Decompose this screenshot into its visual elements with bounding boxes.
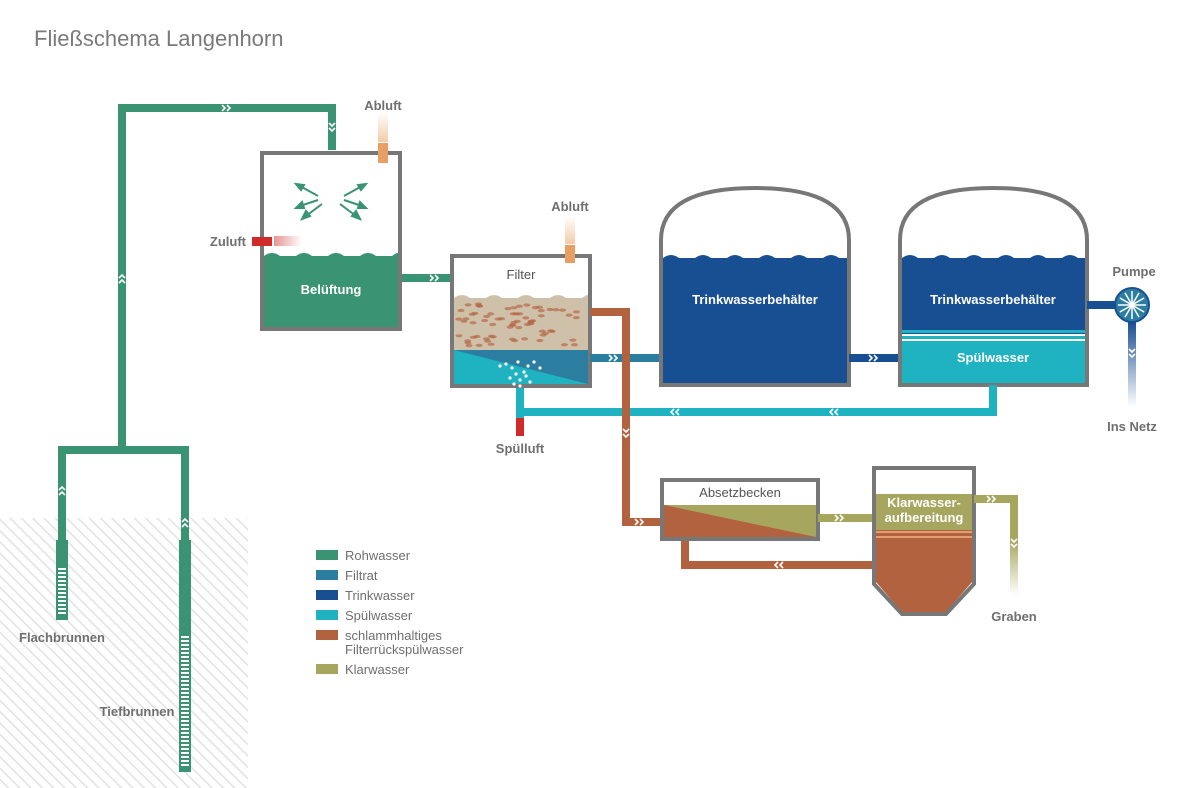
legend-swatch-schlamm: [316, 630, 338, 640]
absetzbecken-tank: Absetzbecken: [660, 478, 820, 541]
tiefbrunnen-label: Tiefbrunnen: [100, 704, 175, 719]
ins-netz-label: Ins Netz: [1107, 419, 1157, 434]
trinkwasser-tank-1: Trinkwasserbehälter: [659, 185, 851, 387]
legend-swatch-trinkwasser: [316, 590, 338, 600]
abluft-1-vent: Abluft: [364, 98, 402, 163]
trinkwasser-tank-2: Trinkwasserbehälter Spülwasser: [898, 185, 1089, 387]
legend-label-spulwasser: Spülwasser: [345, 608, 413, 623]
flachbrunnen-label: Flachbrunnen: [19, 630, 105, 645]
absetzbecken-label: Absetzbecken: [699, 485, 781, 500]
beluftung-label: Belüftung: [301, 282, 362, 297]
abluft-2-vent: Abluft: [551, 199, 589, 263]
zuluft-label: Zuluft: [210, 234, 247, 249]
legend-swatch-rohwasser: [316, 550, 338, 560]
abluft-2-label: Abluft: [551, 199, 589, 214]
filter-tank: Filter: [450, 254, 592, 412]
legend-label-schlamm-2: Filterrückspülwasser: [345, 642, 464, 657]
trinkwasser-2-label: Trinkwasserbehälter: [930, 292, 1056, 307]
graben-label: Graben: [991, 609, 1037, 624]
legend-swatch-filtrat: [316, 570, 338, 580]
pumpe-label: Pumpe: [1112, 264, 1155, 279]
trinkwasser-1-label: Trinkwasserbehälter: [692, 292, 818, 307]
spulluft-label: Spülluft: [496, 441, 545, 456]
abluft-1-label: Abluft: [364, 98, 402, 113]
klarwasser-label-2: aufbereitung: [885, 510, 964, 525]
pump-icon: [1114, 287, 1150, 323]
legend-label-rohwasser: Rohwasser: [345, 548, 411, 563]
ground-area: [0, 518, 248, 788]
schlamm-return-pipe: [681, 539, 876, 569]
flow-arrows: [58, 104, 1136, 569]
legend-swatch-klarwasser: [316, 664, 338, 674]
zuluft-inlet: Zuluft: [210, 234, 302, 249]
legend-label-filtrat: Filtrat: [345, 568, 378, 583]
legend: Rohwasser Filtrat Trinkwasser Spülwasser…: [316, 548, 464, 677]
legend-label-schlamm: schlammhaltiges: [345, 628, 442, 643]
graben-outlet: [1010, 540, 1018, 595]
page-title: Fließschema Langenhorn: [34, 26, 283, 51]
filter-label: Filter: [507, 267, 537, 282]
graben-pipe: [974, 495, 1018, 540]
spulwasser-pipe: [516, 385, 997, 416]
legend-label-klarwasser: Klarwasser: [345, 662, 410, 677]
tiefbrunnen-well: [179, 540, 191, 772]
legend-label-trinkwasser: Trinkwasser: [345, 588, 415, 603]
flachbrunnen-well: [56, 540, 68, 620]
spulwasser-tank-label: Spülwasser: [957, 350, 1029, 365]
klarwasser-label-1: Klarwasser-: [887, 495, 961, 510]
legend-swatch-spulwasser: [316, 610, 338, 620]
schlamm-pipe: [590, 308, 662, 526]
ins-netz-pipe: [1128, 322, 1136, 407]
klarwasser-tank: Klarwasser- aufbereitung: [872, 466, 976, 616]
